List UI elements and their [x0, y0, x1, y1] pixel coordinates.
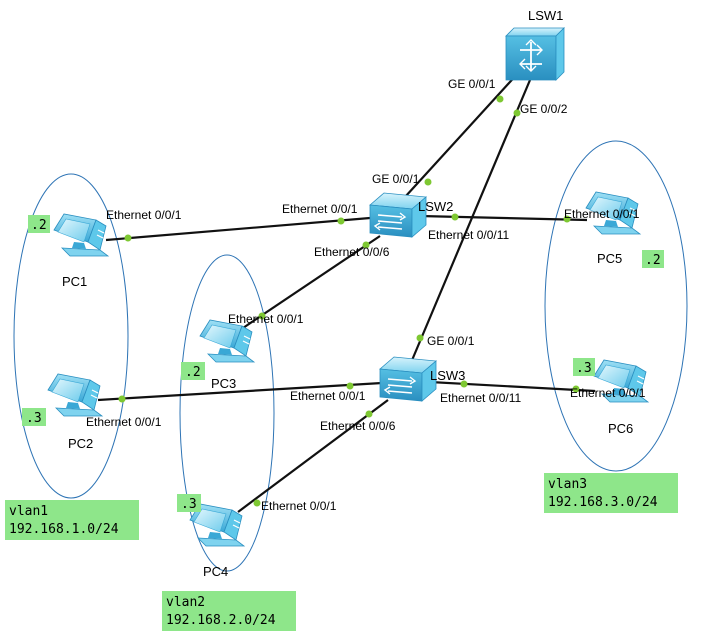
port-label: Ethernet 0/0/1: [564, 207, 640, 221]
pc1-label: PC1: [62, 274, 87, 289]
port-label: GE 0/0/1: [427, 334, 475, 348]
vlan1-tag: vlan1 192.168.1.0/24: [5, 500, 139, 540]
pc2-computer-icon[interactable]: [47, 373, 103, 417]
host-tag-pc6: .3: [573, 358, 595, 376]
pc5-label: PC5: [597, 251, 622, 266]
port-label: Ethernet 0/0/11: [440, 391, 521, 405]
port-dot: [416, 334, 424, 342]
port-label: Ethernet 0/0/1: [106, 208, 182, 222]
port-label: Ethernet 0/0/6: [314, 245, 390, 259]
link-lsw3-pc6[interactable]: [429, 380, 596, 393]
host-tag-pc1: .2: [28, 215, 50, 233]
svg-text:.2: .2: [31, 218, 47, 233]
port-dot: [346, 382, 354, 390]
port-dot: [572, 385, 580, 393]
port-label: Ethernet 0/0/11: [428, 228, 509, 242]
port-label: Ethernet 0/0/1: [290, 389, 366, 403]
port-label: Ethernet 0/0/1: [86, 415, 162, 429]
host-tag-pc5: .2: [642, 250, 664, 268]
port-dot: [513, 109, 521, 117]
svg-text:vlan3: vlan3: [548, 477, 587, 492]
svg-text:192.168.3.0/24: 192.168.3.0/24: [548, 495, 658, 510]
port-dot: [496, 95, 504, 103]
svg-text:.3: .3: [181, 497, 197, 512]
svg-text:.3: .3: [26, 411, 42, 426]
port-dot: [563, 215, 571, 223]
port-dot: [424, 178, 432, 186]
svg-text:192.168.2.0/24: 192.168.2.0/24: [166, 613, 276, 628]
port-dot: [460, 380, 468, 388]
vlan2-ellipse: [179, 254, 275, 572]
port-label: Ethernet 0/0/1: [228, 312, 304, 326]
vlan3-tag: vlan3 192.168.3.0/24: [544, 473, 678, 513]
pc1-computer-icon[interactable]: [53, 213, 109, 257]
svg-text:vlan2: vlan2: [166, 595, 205, 610]
link-lsw1-lsw2[interactable]: [404, 59, 531, 198]
port-label: Ethernet 0/0/1: [261, 499, 337, 513]
lsw1-switch-icon[interactable]: [505, 27, 565, 81]
vlan2-tag: vlan2 192.168.2.0/24: [162, 591, 296, 631]
link-lsw3-pc4[interactable]: [237, 399, 389, 513]
port-label: Ethernet 0/0/6: [320, 419, 396, 433]
pc2-label: PC2: [68, 436, 93, 451]
port-dot: [451, 213, 459, 221]
port-dot: [365, 410, 373, 418]
svg-text:.2: .2: [185, 365, 201, 380]
port-dot: [258, 312, 266, 320]
host-tag-pc4: .3: [177, 494, 201, 512]
pc3-label: PC3: [211, 376, 236, 391]
lsw3-switch-icon[interactable]: [379, 356, 437, 402]
lsw1-label: LSW1: [528, 8, 563, 23]
link-lsw2-pc5[interactable]: [419, 214, 588, 222]
svg-text:vlan1: vlan1: [9, 504, 48, 519]
port-dot: [118, 395, 126, 403]
port-label: Ethernet 0/0/1: [570, 386, 646, 400]
vlan1-ellipse: [13, 173, 129, 499]
lsw3-label: LSW3: [430, 368, 465, 383]
port-dot: [337, 217, 345, 225]
port-label: GE 0/0/1: [372, 172, 420, 186]
link-lsw1-lsw3[interactable]: [408, 79, 532, 366]
port-label: GE 0/0/2: [520, 102, 568, 116]
port-label: Ethernet 0/0/1: [282, 202, 358, 216]
pc6-label: PC6: [608, 421, 633, 436]
link-lsw3-pc2[interactable]: [97, 381, 383, 402]
vlan3-ellipse: [544, 140, 688, 472]
svg-text:192.168.1.0/24: 192.168.1.0/24: [9, 522, 119, 537]
lsw2-label: LSW2: [418, 199, 453, 214]
port-dot: [362, 241, 370, 249]
pc4-label: PC4: [203, 564, 228, 579]
link-lsw2-pc1[interactable]: [105, 216, 371, 242]
svg-text:.2: .2: [645, 253, 661, 268]
host-tag-pc2: .3: [22, 408, 46, 426]
svg-text:.3: .3: [576, 361, 592, 376]
port-dot: [124, 234, 132, 242]
host-tag-pc3: .2: [181, 362, 205, 380]
port-label: GE 0/0/1: [448, 77, 496, 91]
port-dot: [253, 499, 261, 507]
